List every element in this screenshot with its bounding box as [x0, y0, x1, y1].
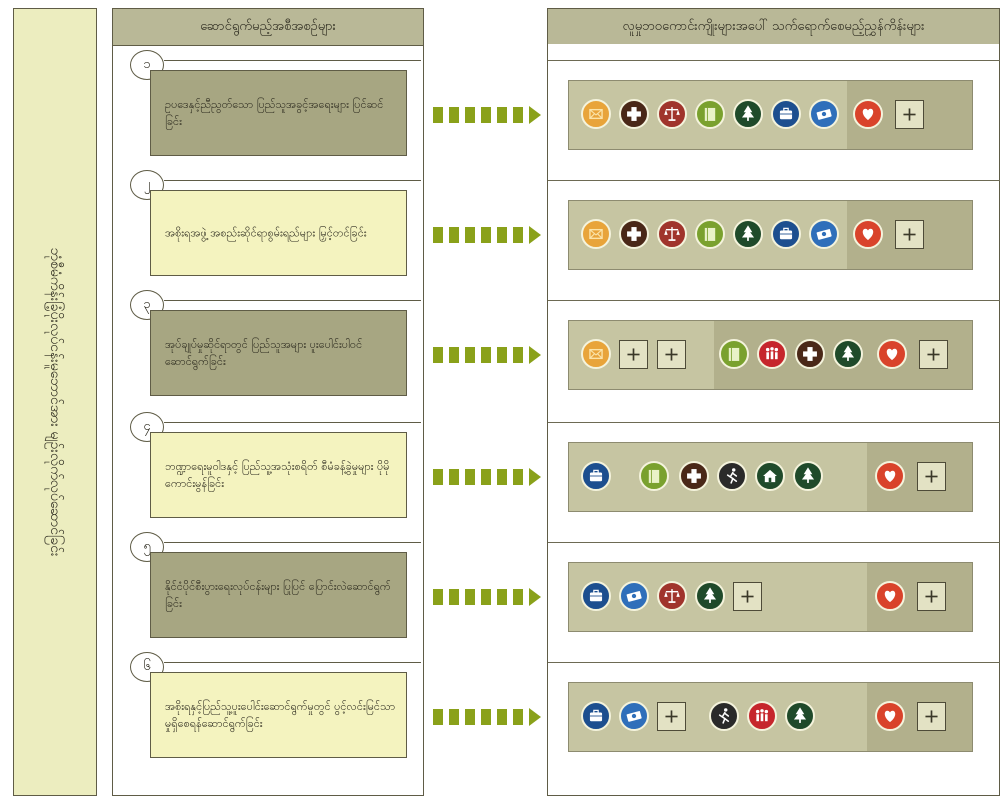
- plus-box-icon: [733, 582, 762, 611]
- briefcase-icon: [581, 701, 611, 731]
- indicator-row-divider: [548, 60, 1000, 61]
- briefcase-icon: [581, 581, 611, 611]
- tree-icon: [793, 461, 823, 491]
- money-icon: [809, 99, 839, 129]
- people-icon: [747, 701, 777, 731]
- step-number: ၄: [130, 412, 164, 442]
- plus-box-icon: [917, 582, 946, 611]
- envelope-icon: [581, 339, 611, 369]
- indicator-row-divider: [548, 422, 1000, 423]
- flow-arrow: [433, 104, 545, 126]
- plus-box-icon: [619, 340, 648, 369]
- plus-box-icon: [917, 462, 946, 491]
- money-icon: [809, 219, 839, 249]
- indicator-icon-bar: [568, 442, 973, 512]
- side-title-panel: ဘုံစီမံကိန်းခြံ့ပိုးလုပ်ငန်းမူဘောင်အား မ…: [13, 8, 97, 796]
- plus-box-icon: [919, 340, 948, 369]
- indicator-icon-bar: [568, 80, 973, 150]
- indicator-row-divider: [548, 180, 1000, 181]
- indicator-icon-bar: [568, 200, 973, 270]
- step-number: ၅: [130, 532, 164, 562]
- envelope-icon: [581, 99, 611, 129]
- health-cross-icon: [679, 461, 709, 491]
- steps-header: ဆောင်ရွက်မည့်အစီအစဉ်များ: [113, 9, 423, 46]
- tree-icon: [833, 339, 863, 369]
- book-icon: [639, 461, 669, 491]
- heart-icon: [875, 701, 905, 731]
- step-card: အုပ်ချုပ်မှုဆိုင်ရာတွင် ပြည်သူအများ ပူးပ…: [150, 310, 407, 396]
- health-cross-icon: [619, 219, 649, 249]
- envelope-icon: [581, 219, 611, 249]
- step-text: ဘဏ္ဍာရေးမူဝါဒနှင့် ပြည်သူ့အသုံးစရိတ် စီမ…: [165, 460, 390, 490]
- house-icon: [755, 461, 785, 491]
- step-card: အစိုးရအဖွဲ့ အစည်းဆိုင်ရာစွမ်းရည်များ မြှ…: [150, 190, 407, 276]
- step-text: ဥပဒေနှင့်ညီညွတ်သော ပြည်သူအခွင့်အရေးများ …: [165, 98, 384, 128]
- runner-icon: [717, 461, 747, 491]
- heart-icon: [853, 99, 883, 129]
- book-icon: [695, 99, 725, 129]
- heart-icon: [853, 219, 883, 249]
- indicator-row-divider: [548, 542, 1000, 543]
- money-icon: [619, 701, 649, 731]
- book-icon: [719, 339, 749, 369]
- step-card: ဘဏ္ဍာရေးမူဝါဒနှင့် ပြည်သူ့အသုံးစရိတ် စီမ…: [150, 432, 407, 518]
- step-divider: [164, 60, 421, 61]
- side-title: ဘုံစီမံကိန်းခြံ့ပိုးလုပ်ငန်းမူဘောင်အား မ…: [47, 247, 63, 557]
- flow-arrow: [433, 466, 545, 488]
- indicator-icon-bar: [568, 682, 973, 752]
- plus-box-icon: [657, 702, 686, 731]
- step-text: အစိုးရအဖွဲ့ အစည်းဆိုင်ရာစွမ်းရည်များ မြှ…: [165, 226, 367, 240]
- book-icon: [695, 219, 725, 249]
- step-divider: [164, 542, 421, 543]
- indicator-row-divider: [548, 662, 1000, 663]
- step-card: ဥပဒေနှင့်ညီညွတ်သော ပြည်သူအခွင့်အရေးများ …: [150, 70, 407, 156]
- heart-icon: [877, 339, 907, 369]
- runner-icon: [709, 701, 739, 731]
- step-divider: [164, 180, 421, 181]
- justice-scales-icon: [657, 99, 687, 129]
- step-text: အစိုးရနှင့်ပြည်သူ့ပူးပေါင်းဆောင်ရွက်မှုတ…: [165, 700, 396, 730]
- step-divider: [164, 300, 421, 301]
- step-number: ၃: [130, 290, 164, 320]
- heart-icon: [875, 461, 905, 491]
- tree-icon: [785, 701, 815, 731]
- health-cross-icon: [795, 339, 825, 369]
- flow-arrow: [433, 224, 545, 246]
- indicators-header: လူမှုဘဝကောင်းကျိုးများအပေါ် သက်ရောက်စေမည…: [547, 8, 1000, 44]
- plus-box-icon: [657, 340, 686, 369]
- money-icon: [619, 581, 649, 611]
- tree-icon: [733, 219, 763, 249]
- briefcase-icon: [771, 219, 801, 249]
- justice-scales-icon: [657, 219, 687, 249]
- step-text: နိုင်ငံပိုင်စီးပွားရေးလုပ်ငန်းများ ပြုပြ…: [165, 580, 391, 610]
- step-divider: [164, 422, 421, 423]
- heart-icon: [875, 581, 905, 611]
- plus-box-icon: [917, 702, 946, 731]
- step-divider: [164, 662, 421, 663]
- health-cross-icon: [619, 99, 649, 129]
- step-text: အုပ်ချုပ်မှုဆိုင်ရာတွင် ပြည်သူအများ ပူးပ…: [165, 338, 363, 368]
- indicator-icon-bar: [568, 320, 973, 390]
- people-icon: [757, 339, 787, 369]
- indicator-icon-bar: [568, 562, 973, 632]
- indicator-row-divider: [548, 300, 1000, 301]
- flow-arrow: [433, 344, 545, 366]
- flow-arrow: [433, 586, 545, 608]
- tree-icon: [733, 99, 763, 129]
- plus-box-icon: [895, 220, 924, 249]
- step-card: နိုင်ငံပိုင်စီးပွားရေးလုပ်ငန်းများ ပြုပြ…: [150, 552, 407, 638]
- plus-box-icon: [895, 100, 924, 129]
- briefcase-icon: [581, 461, 611, 491]
- briefcase-icon: [771, 99, 801, 129]
- justice-scales-icon: [657, 581, 687, 611]
- tree-icon: [695, 581, 725, 611]
- flow-arrow: [433, 706, 545, 728]
- step-card: အစိုးရနှင့်ပြည်သူ့ပူးပေါင်းဆောင်ရွက်မှုတ…: [150, 672, 407, 758]
